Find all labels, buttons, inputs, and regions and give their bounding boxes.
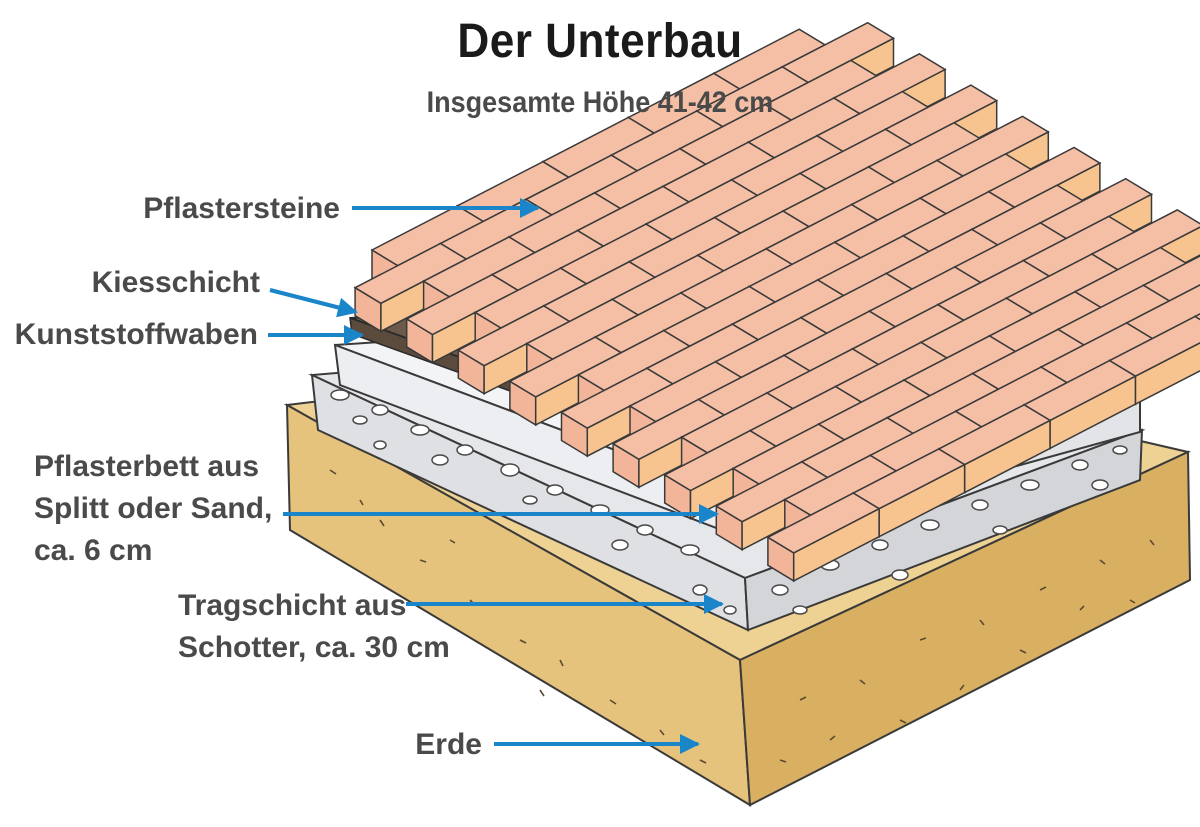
label-kiesschicht: Kiesschicht [92, 266, 358, 318]
label-pflasterbett: Pflasterbett aus Splitt oder Sand, ca. 6… [34, 450, 719, 567]
labels: Pflastersteine Kiesschicht Kunststoffwab… [15, 192, 724, 761]
label-pflasterbett-text: Pflasterbett aus Splitt oder Sand, ca. 6… [34, 450, 281, 567]
label-tragschicht: Tragschicht aus Schotter, ca. 30 cm [178, 589, 724, 664]
label-tragschicht-text: Tragschicht aus Schotter, ca. 30 cm [178, 589, 450, 664]
paving-stone [766, 492, 881, 583]
label-pflastersteine: Pflastersteine [143, 192, 540, 225]
label-pflastersteine-text: Pflastersteine [143, 192, 340, 225]
label-kunststoffwaben-text: Kunststoffwaben [15, 318, 258, 351]
soil-texture [329, 469, 1155, 764]
label-kiesschicht-text: Kiesschicht [92, 266, 260, 299]
diagram-subtitle: Insgesamte Höhe 41-42 cm [426, 86, 774, 119]
diagram-title: Der Unterbau [457, 15, 743, 68]
label-erde-text: Erde [415, 728, 482, 761]
label-kunststoffwaben: Kunststoffwaben [15, 318, 364, 351]
paving-stones [353, 21, 1200, 583]
arrow-kiesschicht [269, 288, 358, 318]
label-erde: Erde [415, 728, 700, 761]
